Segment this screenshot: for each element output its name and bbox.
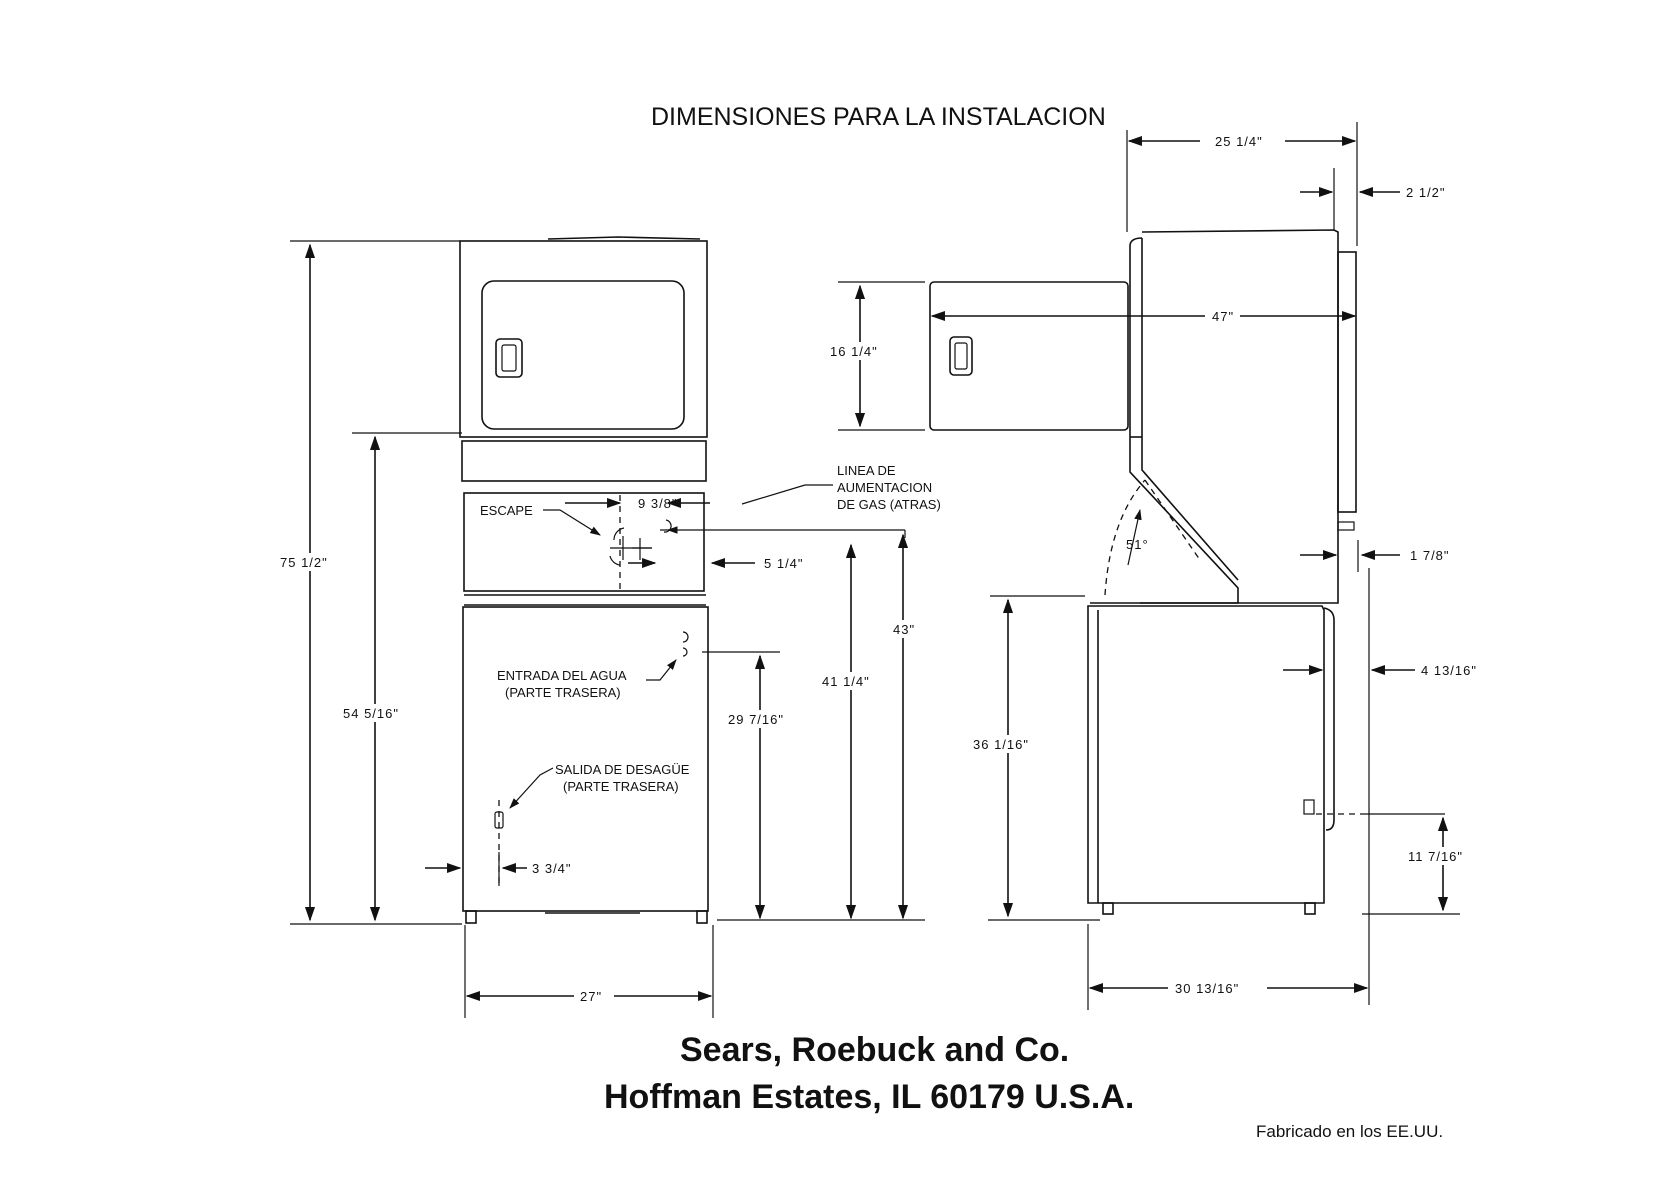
gas-line-callout: LINEA DE AUMENTACION DE GAS (ATRAS) [660,463,941,538]
water-inlet-label: ENTRADA DEL AGUA [497,668,627,683]
side-door-handle [949,336,973,376]
open-door [929,281,1129,431]
dryer-door [481,280,685,430]
company-address: Hoffman Estates, IL 60179 U.S.A. [604,1078,1134,1116]
drain-offset-label: 3 3/4" [532,861,572,876]
gas-label-line1: LINEA DE [837,463,896,478]
escape-offset-label: 9 3/8" [638,496,678,511]
front-right-foot [696,910,708,924]
top-depth-label: 25 1/4" [1215,134,1263,149]
dryer-side-body [1140,229,1339,604]
dryer-cabinet [459,240,708,438]
width-label: 27" [580,989,602,1004]
front-view: 75 1/2" 54 5/16" ESCAPE [280,236,925,1018]
made-in-label: Fabricado en los EE.UU. [1256,1122,1443,1141]
escape-label: ESCAPE [480,503,533,518]
side-drain-fitting [1303,799,1315,815]
side-front-foot [1102,902,1114,915]
side-view: 25 1/4" 2 1/2" 16 1/4" 47" 51° [826,122,1483,1010]
control-panel-band [461,440,707,482]
water-inlet-sublabel: (PARTE TRASERA) [505,685,621,700]
door-height-label: 16 1/4" [830,344,878,359]
page-title: DIMENSIONES PARA LA INSTALACION [651,103,1106,131]
escape-height-label: 43" [893,622,915,637]
washer-side-body [1087,605,1325,904]
middle-recess [463,492,705,592]
front-left-foot [465,910,477,924]
gas-label-line3: DE GAS (ATRAS) [837,497,941,512]
washer-height-label: 36 1/16" [973,737,1029,752]
drain-label: SALIDA DE DESAGÜE [555,762,690,777]
rear-offset-label: 2 1/2" [1406,185,1446,200]
lower-height-label: 54 5/16" [343,706,399,721]
open-depth-label: 47" [1212,309,1234,324]
drain-height-label: 11 7/16" [1408,849,1463,864]
washer-cabinet [462,606,709,912]
rear-gap-label: 4 13/16" [1421,663,1477,678]
base-depth-label: 30 13/16" [1175,981,1239,996]
gas-label-line2: AUMENTACION [837,480,932,495]
dryer-door-handle [495,338,523,378]
drain-sublabel: (PARTE TRASERA) [563,779,679,794]
overall-height-label: 75 1/2" [280,555,328,570]
side-rear-foot [1304,902,1316,915]
dryer-rear-panel [1337,251,1357,513]
gas-offset-label: 5 1/4" [764,556,804,571]
company-name: Sears, Roebuck and Co. [680,1031,1069,1069]
angle-label: 51° [1126,537,1149,552]
gas-height-label: 41 1/4" [822,674,870,689]
gas-rear-label: 1 7/8" [1410,548,1450,563]
water-height-label: 29 7/16" [728,712,784,727]
